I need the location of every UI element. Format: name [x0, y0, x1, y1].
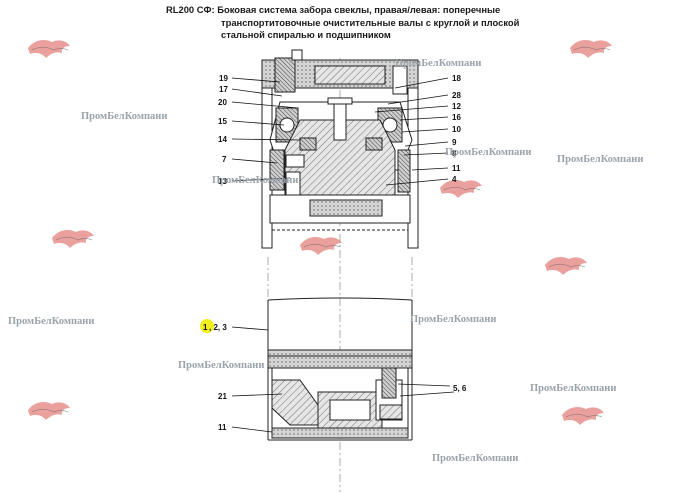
callout-label: 21: [218, 392, 227, 401]
callout-label: 20: [218, 98, 227, 107]
lower-assembly: [267, 297, 413, 441]
watermark-text: ПромБелКомпани: [432, 453, 518, 464]
callout-label: 10: [452, 125, 461, 134]
callout-label: 19: [219, 74, 228, 83]
callout-label: 8: [452, 149, 457, 158]
watermark-logo-icon: [569, 39, 613, 59]
title-line-2: транспортитовочные очистительные валы с …: [221, 16, 520, 28]
leader-lines: [231, 77, 455, 433]
watermark-text: ПромБелКомпани: [445, 147, 531, 158]
callouts-upper-left: 19 17 20 15 14 7 13: [218, 74, 228, 186]
watermark-texts: ПромБелКомпани ПромБелКомпани ПромБелКом…: [8, 58, 643, 464]
watermark-logo-icon: [27, 401, 71, 421]
callout-label: 14: [218, 135, 227, 144]
watermark-text: ПромБелКомпани: [410, 314, 496, 325]
callout-label: 11: [218, 423, 227, 432]
watermark-text: ПромБелКомпани: [8, 316, 94, 327]
watermark-text: ПромБелКомпани: [81, 111, 167, 122]
callout-label: 11: [452, 164, 461, 173]
callout-label: 17: [219, 85, 228, 94]
watermark-text: ПромБелКомпани: [530, 383, 616, 394]
watermark-logo-icon: [439, 179, 483, 199]
watermark-logo-icon: [561, 406, 605, 426]
watermark-logo-icon: [299, 236, 343, 256]
highlight-marker: [200, 319, 214, 333]
callout-label: 18: [452, 74, 461, 83]
callout-label: 7: [222, 155, 227, 164]
upper-assembly: [261, 49, 419, 249]
callout-label: 4: [452, 175, 457, 184]
callout-label: 12: [452, 102, 461, 111]
title-line-3: стальной спиралью и подшипником: [221, 29, 391, 40]
callout-label: , 2, 3: [209, 323, 227, 332]
callout-label: 15: [218, 117, 227, 126]
watermark-text: ПромБелКомпани: [212, 175, 298, 186]
watermark-logo-icon: [51, 229, 95, 249]
watermark-text: ПромБелКомпани: [178, 360, 264, 371]
callout-label: 13: [218, 177, 227, 186]
title-line-1: RL200 СФ: Боковая система забора свеклы,…: [166, 4, 501, 15]
callout-label: 9: [452, 138, 457, 147]
callout-label: 16: [452, 113, 461, 122]
diagram-title: RL200 СФ: Боковая система забора свеклы,…: [166, 4, 566, 42]
center-lines: [267, 58, 413, 492]
callout-label: 28: [452, 91, 461, 100]
watermark-text: ПромБелКомпани: [557, 154, 643, 165]
watermark-text: ПромБелКомпани: [395, 58, 481, 69]
watermark-logo-icon: [27, 39, 71, 59]
watermark-logo-icon: [544, 256, 588, 276]
callouts-lower: 1 , 2, 3 21 11 5, 6: [200, 319, 467, 432]
callouts-upper-right: 18 28 12 16 10 9 8 11 4: [452, 74, 461, 184]
callout-label: 5, 6: [453, 384, 467, 393]
callout-label: 1: [203, 323, 208, 332]
